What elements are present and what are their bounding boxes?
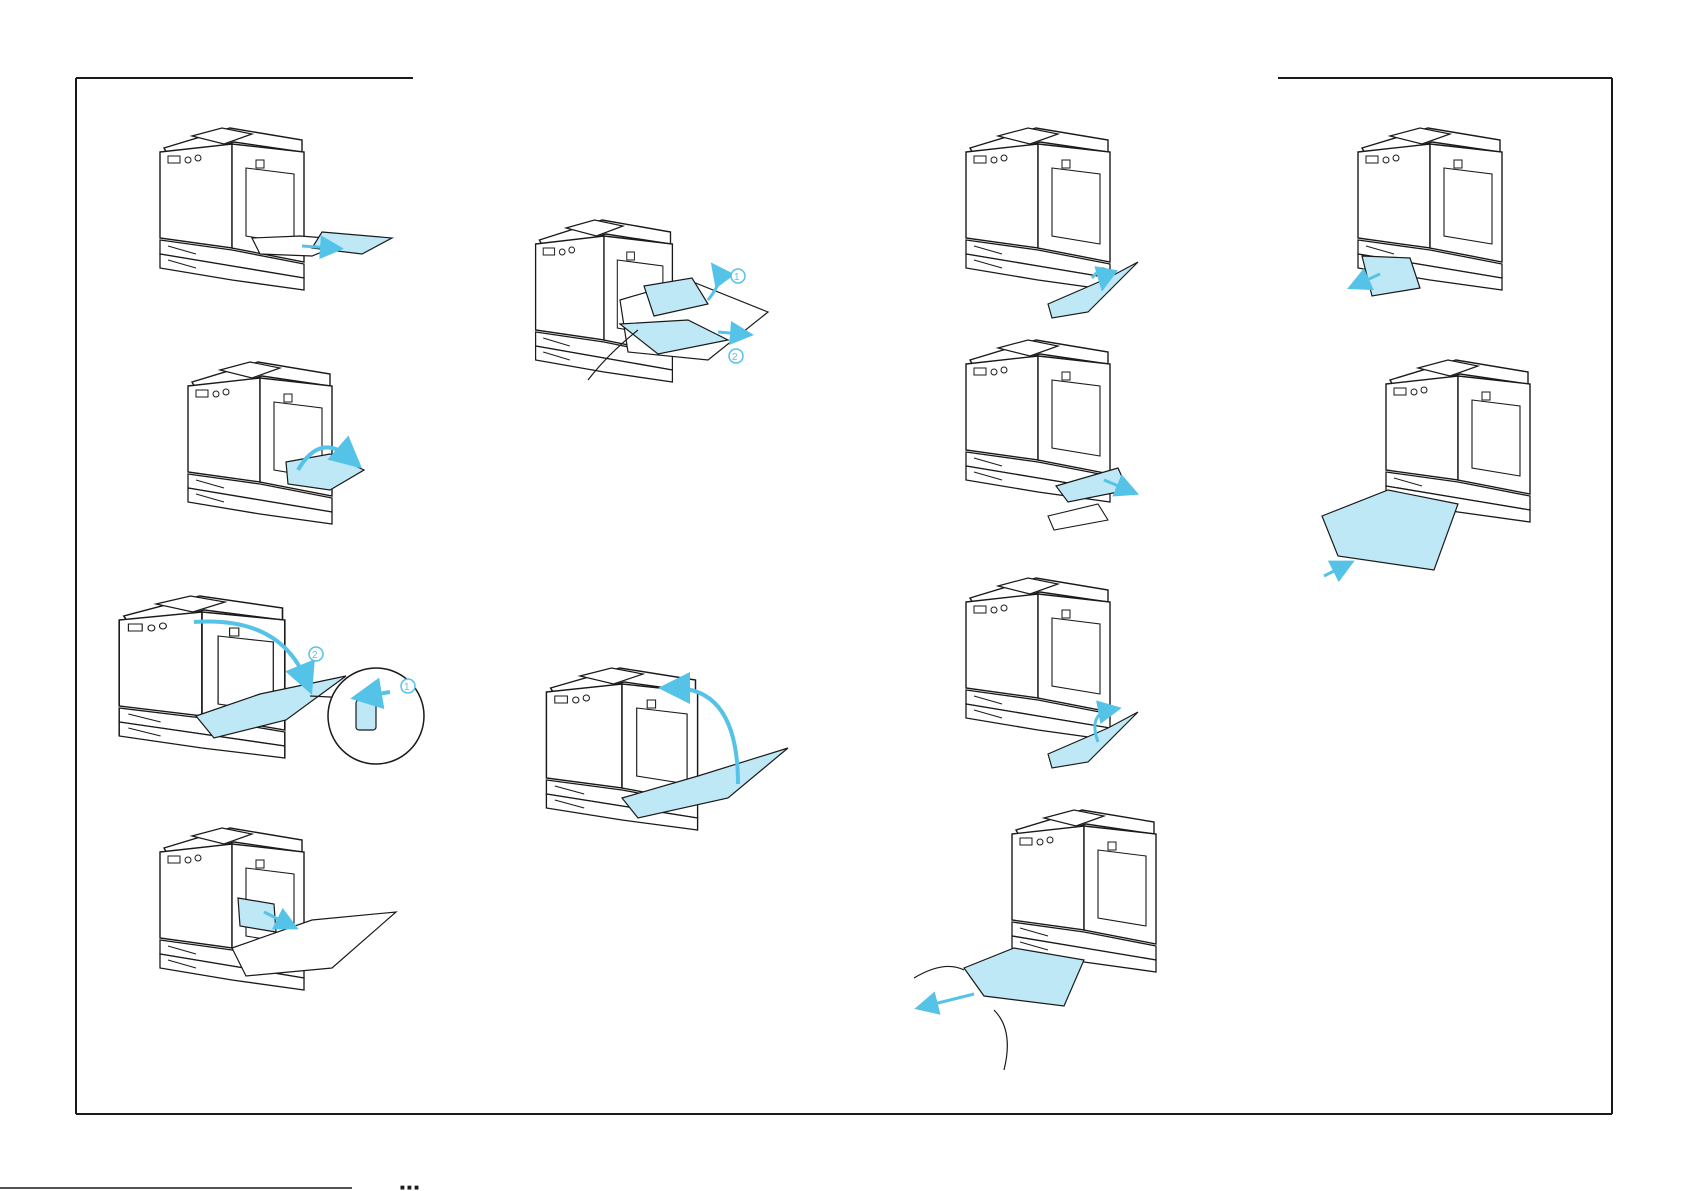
- figure-pull-paper-lower: [966, 340, 1128, 530]
- figure-close-cover-a: [546, 668, 788, 830]
- figure-mp-tray-pull-paper: [160, 128, 392, 290]
- figure-insert-cassette: [1322, 360, 1530, 576]
- figure-pull-out-cassette: [914, 810, 1156, 1070]
- svg-text:2: 2: [312, 650, 318, 661]
- figure-mp-tray-close-cover: [188, 362, 364, 524]
- figure-remove-paper-cassette-slot: [1358, 128, 1502, 296]
- figure-close-lower-cover: [966, 578, 1138, 768]
- svg-text:2: 2: [732, 352, 738, 363]
- figure-remove-paper-inside: [160, 828, 396, 990]
- svg-text:1: 1: [734, 272, 740, 283]
- svg-text:1: 1: [404, 682, 410, 693]
- figure-open-duplex-unit: 1 2: [536, 220, 768, 382]
- figure-open-cover-a: 2 1: [119, 596, 424, 764]
- footer-text: ■ ■ ■: [400, 1183, 419, 1191]
- figure-open-lower-cover: [966, 128, 1138, 318]
